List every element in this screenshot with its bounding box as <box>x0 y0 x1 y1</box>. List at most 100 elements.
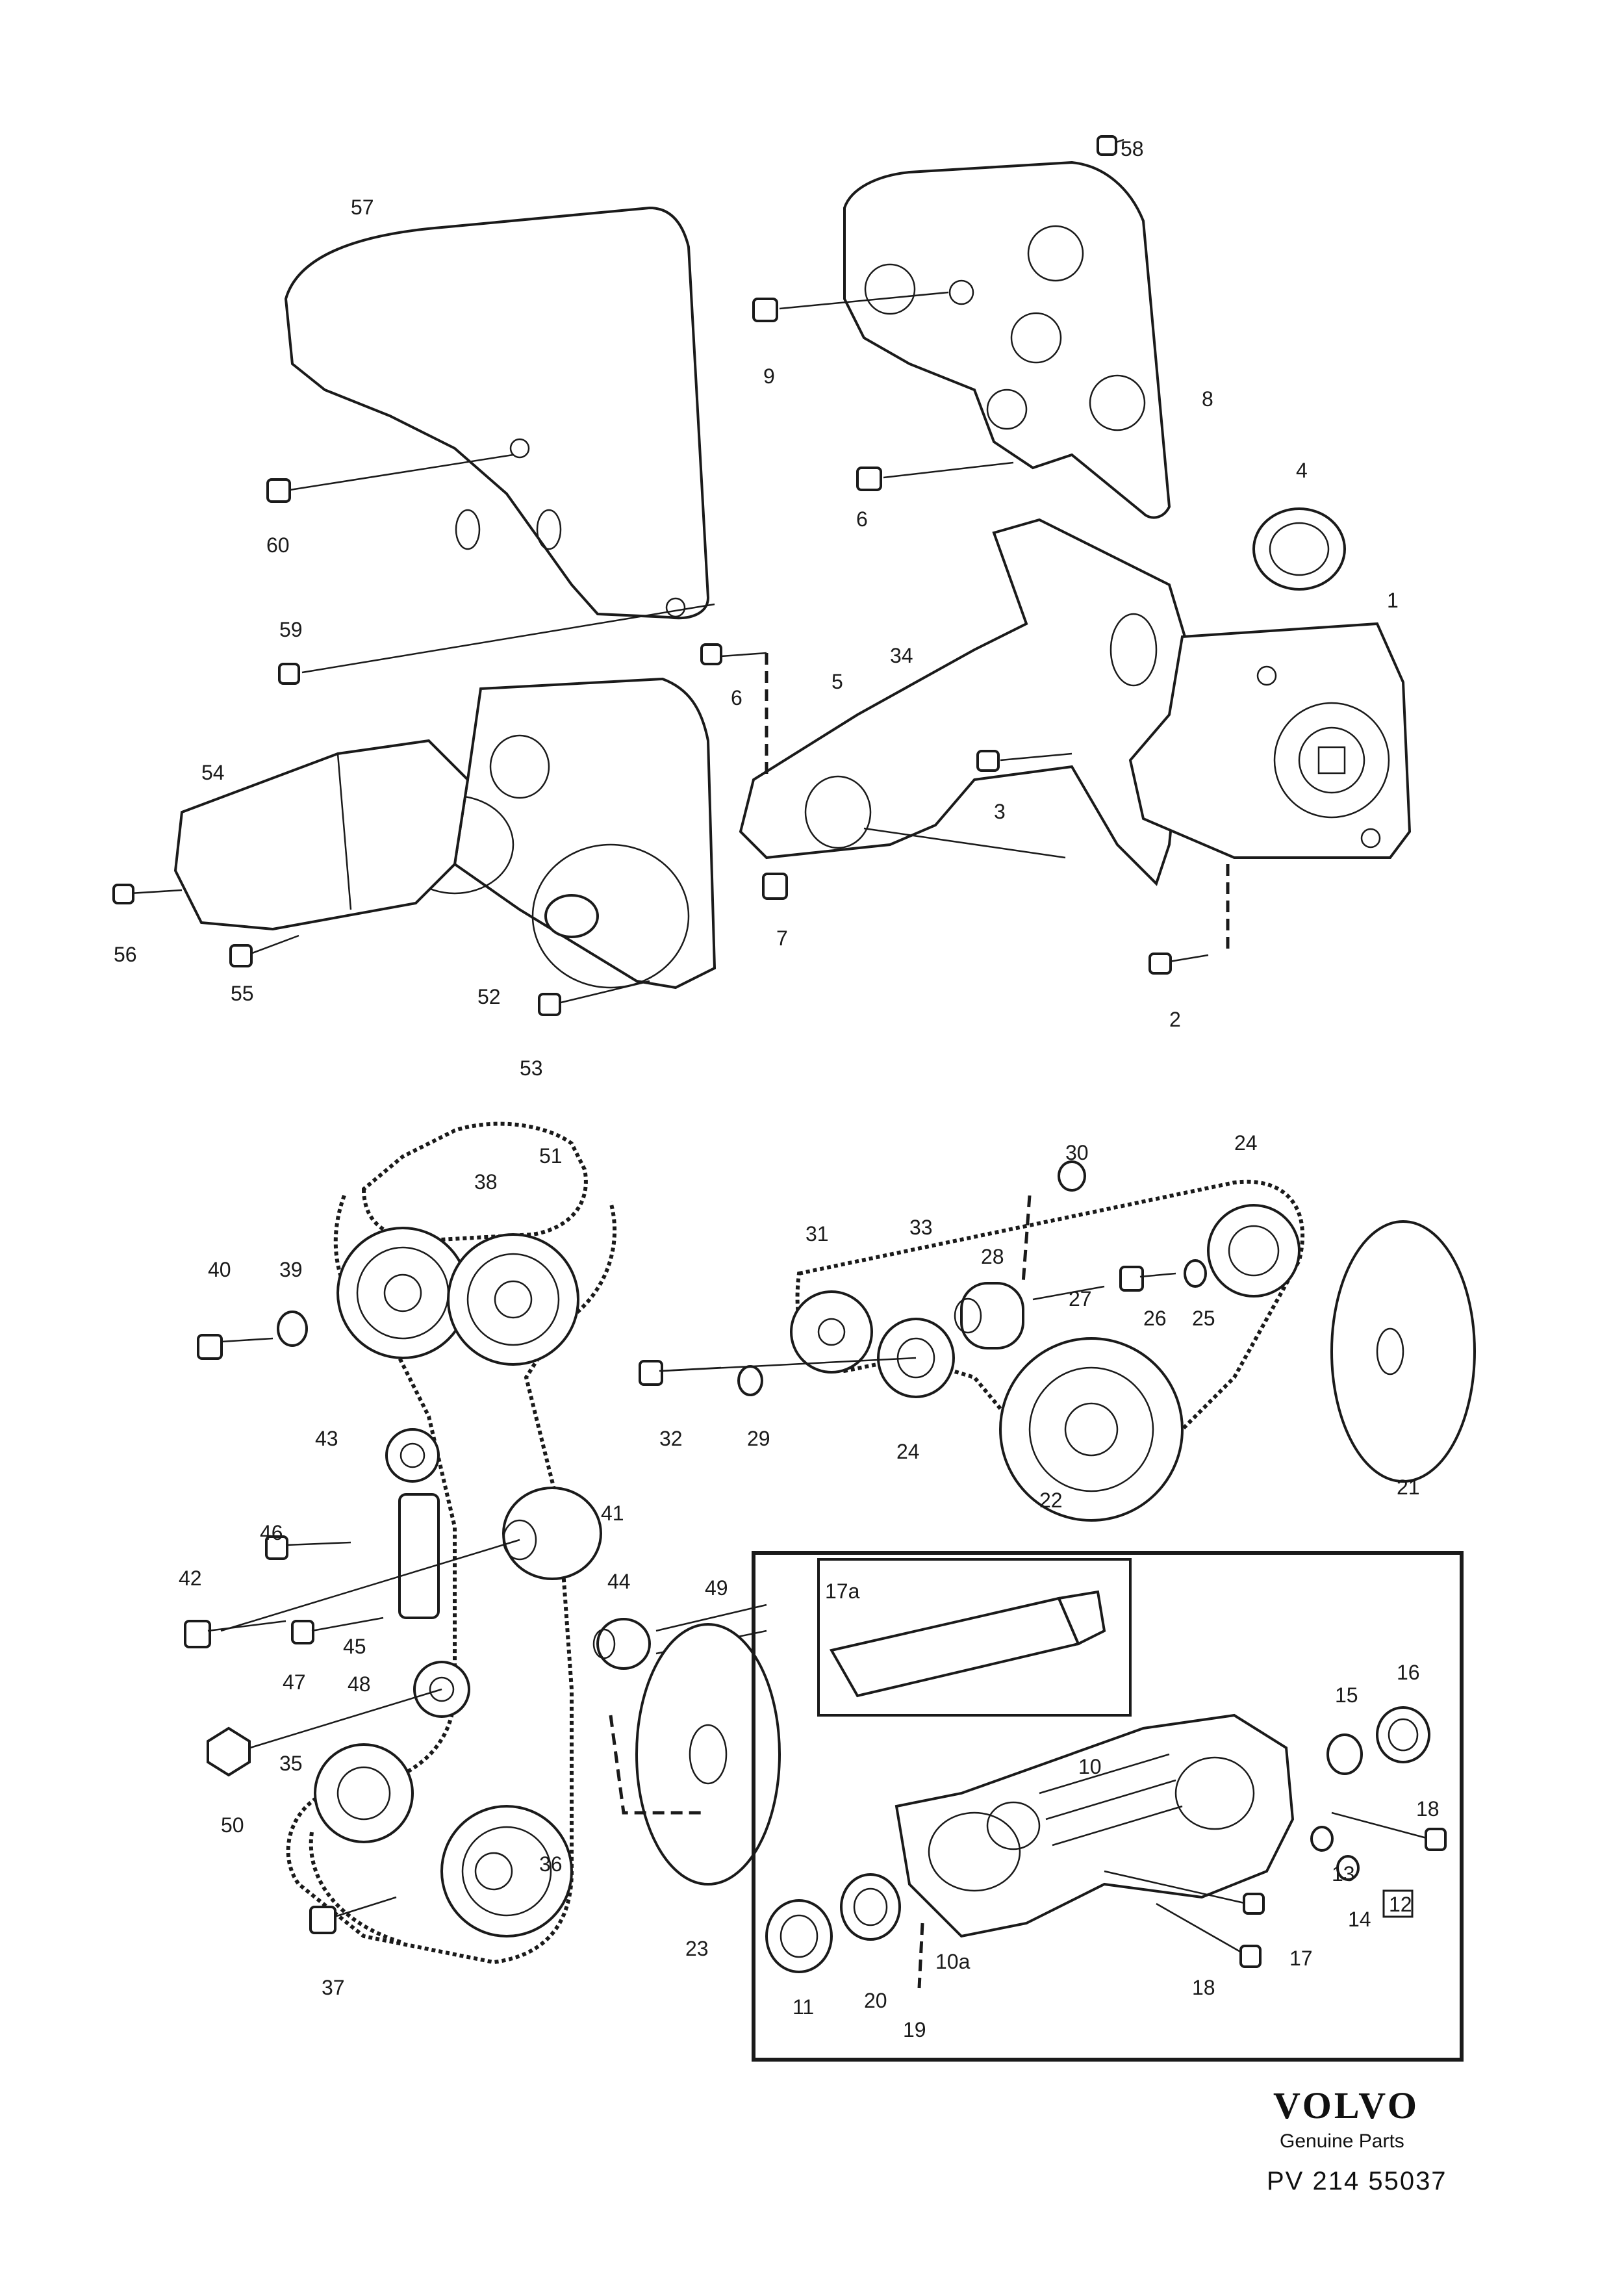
part-label: 35 <box>279 1752 303 1775</box>
part-label: 46 <box>260 1521 283 1544</box>
bolts-lower-right <box>639 1160 1207 1396</box>
part-label: 52 <box>477 985 501 1008</box>
pulley-41 <box>502 1487 602 1580</box>
bolts-upper <box>112 135 1209 1016</box>
part-label: 12 <box>1389 1893 1412 1916</box>
part-label: 24 <box>1234 1131 1258 1155</box>
part-label: 16 <box>1397 1661 1420 1684</box>
part-label: 18 <box>1192 1976 1215 1999</box>
bolts-inset <box>1104 1811 1447 1968</box>
part-label: 15 <box>1335 1683 1358 1707</box>
brand-logo: VOLVO <box>1273 2084 1419 2127</box>
part-label: 18 <box>1416 1797 1440 1821</box>
plug-16 <box>1376 1706 1430 1763</box>
part-label: 33 <box>909 1216 933 1239</box>
part-label: 47 <box>283 1670 306 1694</box>
part-label: 58 <box>1121 137 1144 160</box>
part-label: 20 <box>864 1989 887 2012</box>
oil-pump-10 <box>894 1713 1295 1938</box>
part-label: 3 <box>994 800 1006 823</box>
part-label: 30 <box>1065 1141 1089 1164</box>
part-label: 57 <box>351 196 374 219</box>
seal-11 <box>765 1899 833 1973</box>
part-label: 51 <box>539 1144 563 1168</box>
part-label: 19 <box>903 2018 926 2041</box>
part-label: 6 <box>856 507 868 531</box>
part-label: 31 <box>806 1222 829 1246</box>
plate-23 <box>635 1623 781 1886</box>
part-label: 39 <box>279 1258 303 1281</box>
footer: VOLVO Genuine Parts PV 214 55037 <box>1267 2084 1447 2195</box>
sprocket-35 <box>314 1743 414 1843</box>
inner-cover-8 <box>843 160 1171 519</box>
part-label: 11 <box>793 1995 814 2019</box>
part-label: 8 <box>1202 387 1213 411</box>
part-label: 54 <box>201 761 225 784</box>
sprocket-24b <box>1207 1204 1300 1298</box>
part-label: 42 <box>179 1566 202 1590</box>
sprocket-36 <box>440 1805 573 1937</box>
part-labels: 12345667891010a1112131415161717a18181920… <box>114 137 1440 2041</box>
part-label: 41 <box>601 1502 624 1525</box>
sprocket-22 <box>999 1337 1184 1522</box>
gasket-5 <box>739 518 1191 886</box>
washer-15 <box>1326 1733 1363 1775</box>
part-label: 10 <box>1078 1755 1102 1778</box>
box-12 <box>1382 1889 1414 1918</box>
diagram-code: PV 214 55037 <box>1267 2167 1447 2195</box>
lower-cover-52 <box>395 677 717 990</box>
outer-cover-57 <box>284 206 710 620</box>
part-label: 55 <box>231 982 254 1005</box>
plate-21 <box>1330 1220 1476 1483</box>
sprocket-38b <box>447 1233 579 1366</box>
seal-4 <box>1252 507 1346 591</box>
part-label: 29 <box>747 1427 770 1450</box>
part-label: 36 <box>539 1852 563 1876</box>
part-label: 49 <box>705 1576 728 1600</box>
part-label: 4 <box>1296 459 1308 482</box>
roller-28 <box>954 1282 1024 1349</box>
bolts-lower-left <box>184 1311 520 1934</box>
part-label: 7 <box>776 927 788 950</box>
part-label: 45 <box>343 1635 366 1658</box>
part-label: 32 <box>659 1427 683 1450</box>
part-label: 13 <box>1332 1862 1355 1886</box>
part-label: 1 <box>1387 589 1399 612</box>
part-label: 50 <box>221 1813 244 1837</box>
part-label: 17a <box>825 1579 860 1603</box>
part-label: 43 <box>315 1427 338 1450</box>
inset-17a-frame <box>817 1558 1132 1717</box>
inset-frame <box>752 1551 1464 2062</box>
part-label: 34 <box>890 644 913 667</box>
brand-subtitle: Genuine Parts <box>1280 2130 1404 2152</box>
part-label: 60 <box>266 533 290 557</box>
part-label: 27 <box>1069 1287 1092 1311</box>
part-label: 24 <box>896 1440 920 1463</box>
timing-housing-1 <box>1128 622 1412 859</box>
part-label: 25 <box>1192 1307 1215 1330</box>
cover-54 <box>173 739 470 931</box>
part-label: 5 <box>831 670 843 693</box>
tensioner-43 <box>385 1428 440 1619</box>
part-label: 38 <box>474 1170 498 1194</box>
sealant-tube-17a <box>829 1590 1106 1698</box>
sprocket-31 <box>790 1290 873 1374</box>
part-label: 59 <box>279 618 303 641</box>
part-label: 10a <box>935 1950 971 1973</box>
part-label: 48 <box>348 1672 371 1696</box>
part-label: 14 <box>1348 1908 1371 1931</box>
part-label: 40 <box>208 1258 231 1281</box>
rotors-20 <box>840 1873 901 1941</box>
part-label: 56 <box>114 943 137 966</box>
part-label: 23 <box>685 1937 709 1960</box>
part-label: 22 <box>1039 1489 1063 1512</box>
part-label: 37 <box>322 1976 345 1999</box>
part-label: 26 <box>1143 1307 1167 1330</box>
part-label: 6 <box>731 686 742 710</box>
part-label: 17 <box>1289 1947 1313 1970</box>
part-label: 44 <box>607 1570 631 1593</box>
part-label: 2 <box>1169 1008 1181 1031</box>
part-label: 53 <box>520 1056 543 1080</box>
part-label: 21 <box>1397 1476 1420 1499</box>
